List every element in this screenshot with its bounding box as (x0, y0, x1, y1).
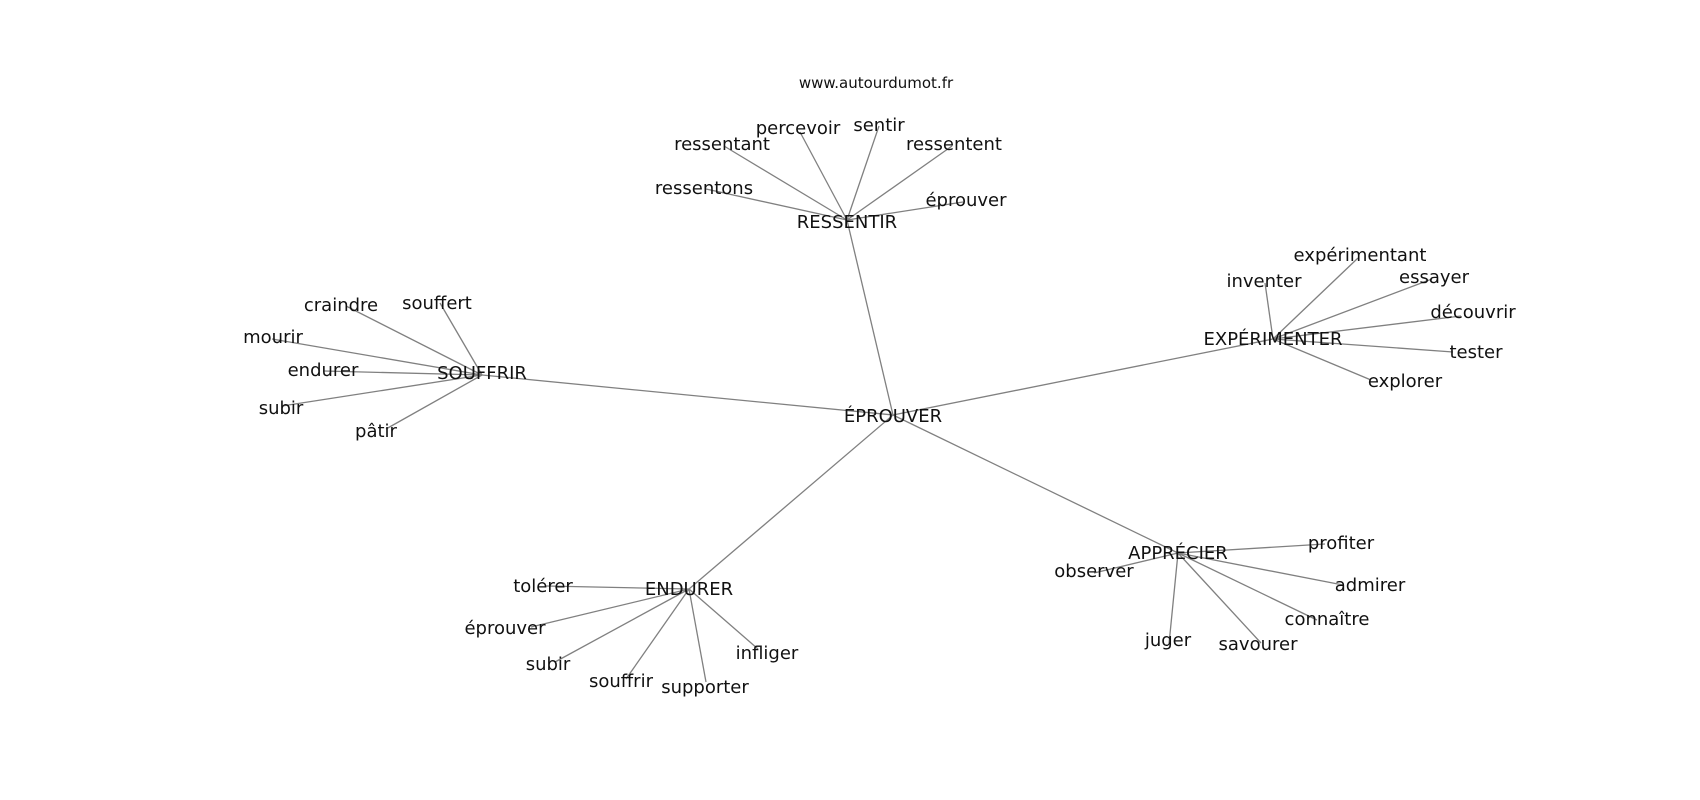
edge-experimenter-leaf (1264, 282, 1274, 340)
hub-word-ressentir: RESSENTIR (797, 212, 897, 233)
leaf-word: endurer (288, 360, 359, 381)
leaf-word: infliger (736, 643, 799, 664)
leaf-word: souffrir (589, 671, 654, 692)
leaf-word: supporter (661, 677, 749, 698)
hub-word-experimenter: EXPÉRIMENTER (1204, 328, 1343, 350)
edge-apprecier-leaf (1177, 552, 1262, 644)
edge-apprecier-leaf (1177, 552, 1318, 621)
edge-apprecier-leaf (1168, 552, 1179, 645)
leaf-word: explorer (1368, 371, 1443, 392)
leaf-word: sentir (853, 115, 905, 136)
leaf-word: admirer (1335, 575, 1406, 596)
edge-experimenter-leaf (1272, 315, 1462, 340)
edge-apprecier-leaf (1177, 543, 1326, 554)
edge-souffrir-leaf (323, 370, 483, 376)
leaf-word: tester (1449, 342, 1503, 363)
edge-ressentir-leaf (799, 131, 848, 221)
leaf-word: découvrir (1430, 302, 1516, 323)
edge-center-endurer (688, 414, 894, 590)
leaf-word: percevoir (756, 118, 841, 139)
leaf-word: expérimentant (1294, 245, 1427, 266)
edge-center-souffrir (481, 374, 894, 416)
edge-ressentir-leaf (846, 125, 880, 221)
hub-word-apprecier: APPRÉCIER (1128, 542, 1228, 564)
edge-souffrir-leaf (345, 305, 483, 376)
edge-endurer-leaf (688, 588, 707, 683)
edge-center-ressentir (846, 219, 894, 416)
edge-ressentir-leaf (705, 188, 848, 221)
edge-endurer-leaf (688, 588, 759, 650)
edge-souffrir-leaf (385, 374, 483, 430)
edge-souffrir-leaf (281, 374, 483, 407)
edge-apprecier-leaf (1177, 552, 1344, 586)
leaf-word: craindre (304, 295, 378, 316)
leaf-word: juger (1144, 630, 1192, 651)
edge-experimenter-leaf (1272, 338, 1372, 381)
leaf-word: savourer (1219, 634, 1299, 655)
edge-endurer-leaf (545, 585, 690, 590)
source-url: www.autourdumot.fr (799, 74, 954, 92)
leaf-word: connaître (1285, 609, 1370, 630)
edge-center-apprecier (892, 414, 1179, 554)
edge-experimenter-leaf (1272, 338, 1454, 353)
leaf-word: subir (259, 398, 304, 419)
leaf-word: essayer (1399, 267, 1470, 288)
edge-souffrir-leaf (439, 302, 483, 376)
leaf-word: subir (526, 654, 571, 675)
edge-endurer-leaf (530, 588, 690, 628)
edge-apprecier-leaf (1093, 552, 1179, 574)
edge-souffrir-leaf (271, 338, 483, 376)
leaf-word: mourir (243, 327, 303, 348)
edge-experimenter-leaf (1272, 278, 1433, 340)
edge-ressentir-leaf (846, 145, 953, 221)
hub-word-endurer: ENDURER (645, 579, 733, 600)
leaf-word: inventer (1226, 271, 1302, 292)
leaf-word: observer (1054, 561, 1134, 582)
edge-ressentir-leaf (723, 145, 848, 221)
edge-endurer-leaf (625, 588, 690, 680)
center-word: ÉPROUVER (844, 405, 942, 427)
leaf-word: tolérer (513, 576, 573, 597)
leaf-word: éprouver (464, 618, 546, 639)
edge-ressentir-leaf (846, 201, 964, 221)
edges (271, 125, 1462, 683)
leaf-word: profiter (1308, 533, 1375, 554)
edge-experimenter-leaf (1272, 257, 1359, 340)
edge-endurer-leaf (554, 588, 690, 663)
edge-center-experimenter (892, 338, 1274, 416)
leaf-word: éprouver (925, 190, 1007, 211)
leaf-word: ressentons (655, 178, 753, 199)
leaf-word: ressentent (906, 134, 1002, 155)
leaf-word: ressentant (674, 134, 770, 155)
hub-word-souffrir: SOUFFRIR (437, 363, 527, 384)
leaf-word: pâtir (355, 421, 398, 442)
leaf-word: souffert (402, 293, 472, 314)
